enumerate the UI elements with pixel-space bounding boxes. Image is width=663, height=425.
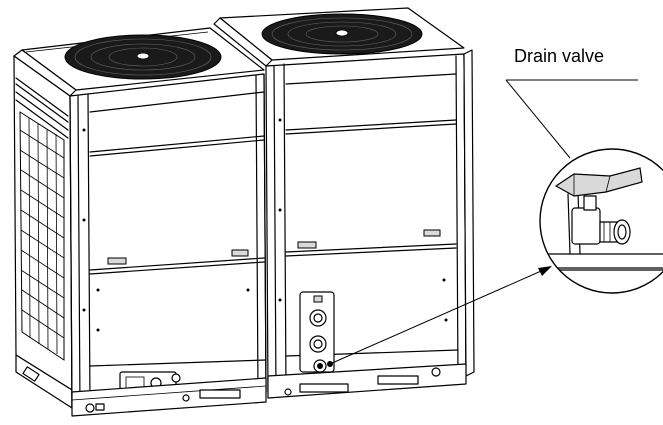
left-module [13,27,267,417]
right-module [213,7,475,399]
callout-arrow-line [329,267,549,365]
panel-handle [107,257,127,265]
panel-handle [231,249,249,257]
drain-valve-label: Drain valve [514,46,605,66]
panel-handle [297,241,317,249]
magnified-view [539,148,663,294]
valve-handle [554,167,643,197]
side-coil-grid [19,111,65,361]
callout-leader-line [505,79,571,159]
panel-handle [423,229,441,237]
callout [329,79,638,365]
callout-arrow-head [538,266,552,276]
pipe-connection-plate [299,291,335,373]
